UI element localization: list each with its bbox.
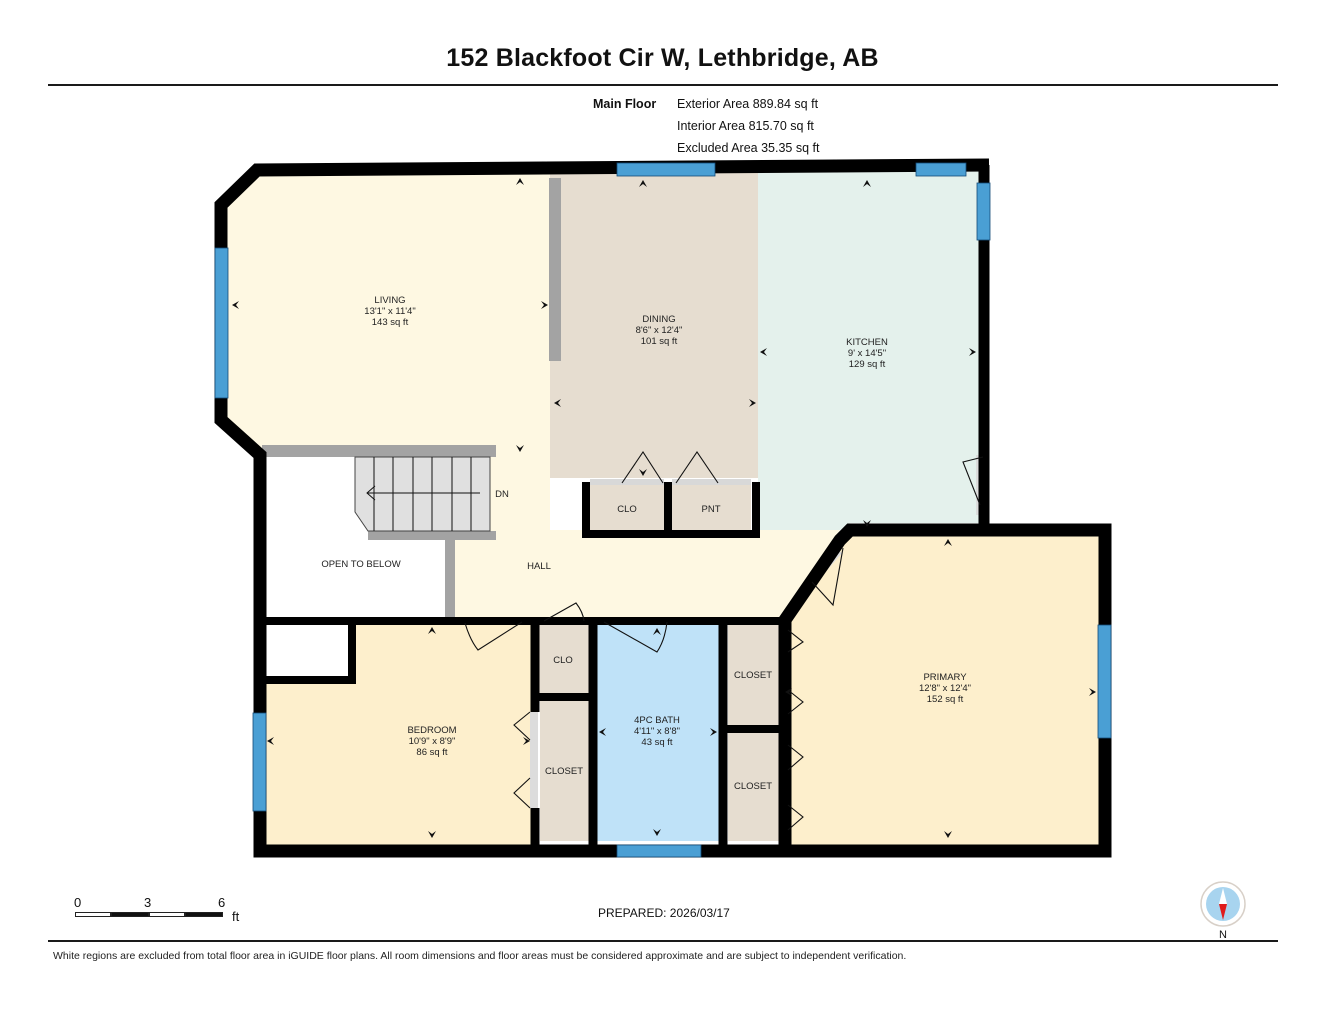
- clo-lower-name: CLO: [553, 655, 573, 666]
- window-primary: [1097, 624, 1112, 739]
- clo-upper-name: CLO: [617, 504, 637, 515]
- dining-dims: 8'6" x 12'4": [636, 325, 683, 336]
- kitchen-name: KITCHEN: [846, 337, 888, 348]
- living-dims: 13'1" x 11'4": [364, 306, 415, 317]
- kitchen-dims: 9' x 14'5": [848, 348, 886, 359]
- bath-dims: 4'11" x 8'8": [634, 726, 680, 737]
- disclaimer-text: White regions are excluded from total fl…: [53, 950, 907, 962]
- closet-bedroom-name: CLOSET: [545, 766, 583, 777]
- windows: [214, 162, 1112, 858]
- primary-area: 152 sq ft: [927, 694, 964, 705]
- bedroom-name: BEDROOM: [407, 725, 456, 736]
- scale-tick-6: 6: [218, 895, 226, 910]
- bath-name: 4PC BATH: [634, 715, 680, 726]
- scale-unit: ft: [232, 909, 240, 924]
- open-below-name: OPEN TO BELOW: [321, 559, 400, 570]
- area-list: Exterior Area 889.84 sq ft Interior Area…: [677, 93, 819, 159]
- dining-partition: [549, 178, 561, 361]
- dining-name: DINING: [642, 314, 675, 325]
- primary-name: PRIMARY: [923, 672, 967, 683]
- footer-divider: [48, 940, 1278, 942]
- interior-area: Interior Area 815.70 sq ft: [677, 119, 814, 133]
- header-divider: [48, 84, 1278, 86]
- closet-primary-2-floor: [728, 733, 780, 841]
- excluded-area: Excluded Area 35.35 sq ft: [677, 141, 820, 155]
- closet-primary-1-name: CLOSET: [734, 670, 772, 681]
- scale-segment: [75, 912, 111, 917]
- living-area: 143 sq ft: [372, 317, 409, 328]
- door-swings: [464, 451, 984, 831]
- stairs-down-label: DN: [495, 489, 509, 500]
- primary-floor: [785, 530, 1104, 846]
- closet-primary-2-name: CLOSET: [734, 781, 772, 792]
- window-living: [214, 247, 229, 399]
- scale-segment: [111, 912, 149, 917]
- bath-area: 43 sq ft: [641, 737, 673, 748]
- window-dining: [616, 162, 716, 177]
- window-kitchen-side: [976, 182, 991, 241]
- stair-bottom-rail: [368, 531, 496, 540]
- bedroom-area: 86 sq ft: [416, 747, 448, 758]
- stair-top-rail: [262, 445, 496, 457]
- dining-area: 101 sq ft: [641, 336, 678, 347]
- bedroom-dims: 10'9" x 8'9": [409, 736, 456, 747]
- property-address-title: 152 Blackfoot Cir W, Lethbridge, AB: [446, 44, 879, 72]
- living-name: LIVING: [374, 295, 405, 306]
- window-bath: [616, 844, 702, 858]
- window-bedroom: [252, 712, 267, 812]
- kitchen-area: 129 sq ft: [849, 359, 886, 370]
- staircase: [354, 456, 491, 532]
- bedroom-excluded-nook: [265, 625, 350, 680]
- floor-name: Main Floor: [593, 97, 657, 111]
- compass-icon: N: [1200, 881, 1246, 941]
- scale-segment: [185, 912, 223, 917]
- kitchen-floor: [758, 170, 983, 530]
- open-below-rail: [445, 540, 455, 618]
- window-kitchen-top: [915, 162, 967, 177]
- closet-bedroom-floor: [540, 701, 590, 841]
- north-compass: N: [1199, 880, 1247, 941]
- exterior-area: Exterior Area 889.84 sq ft: [677, 97, 819, 111]
- scale-tick-3: 3: [144, 895, 152, 910]
- room-fills: [225, 170, 1104, 846]
- scale-segment: [149, 912, 185, 917]
- pantry-floor: [672, 485, 751, 530]
- compass-label: N: [1219, 929, 1227, 940]
- dining-floor: [550, 170, 758, 478]
- scale-tick-0: 0: [74, 895, 82, 910]
- clo-lower-floor: [538, 625, 590, 693]
- hall-name: HALL: [527, 561, 551, 572]
- bath-floor: [597, 625, 719, 841]
- closet-primary-1-floor: [728, 625, 780, 725]
- clo-upper-floor: [590, 485, 664, 530]
- pantry-name: PNT: [702, 504, 721, 515]
- room-labels: LIVING 13'1" x 11'4" 143 sq ft DINING 8'…: [321, 295, 971, 792]
- primary-dims: 12'8" x 12'4": [919, 683, 971, 694]
- prepared-date: PREPARED: 2026/03/17: [598, 906, 730, 920]
